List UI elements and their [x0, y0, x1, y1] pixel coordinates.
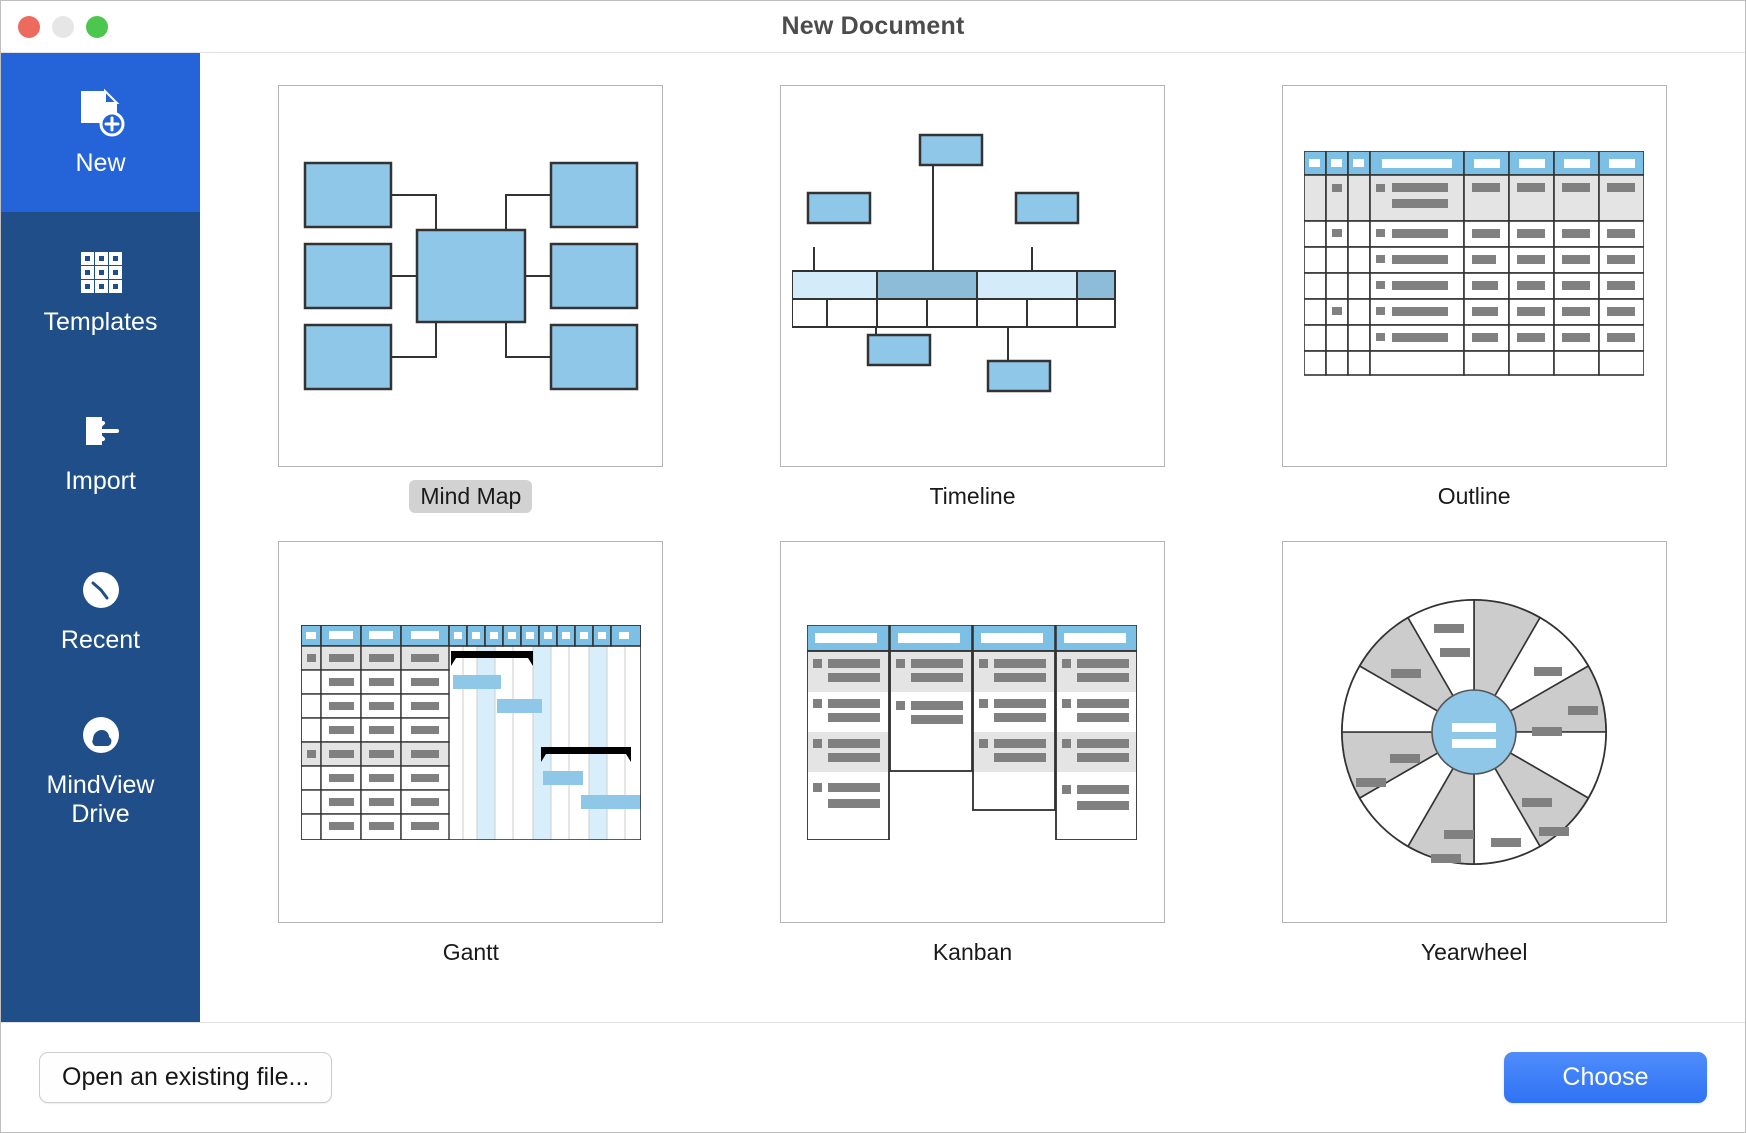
template-label: Outline — [1437, 483, 1511, 509]
template-label: Timeline — [929, 483, 1016, 509]
gantt-preview — [300, 624, 641, 840]
sidebar-spacer — [1, 848, 200, 1022]
new-document-icon — [75, 87, 127, 139]
choose-button[interactable]: Choose — [1504, 1052, 1707, 1103]
sidebar-item-label: Recent — [60, 626, 141, 655]
sidebar-item-mindview-drive[interactable]: MindView Drive — [1, 689, 200, 848]
dialog-body: New Templates — [1, 53, 1745, 1022]
titlebar: New Document — [1, 1, 1745, 53]
sidebar-item-recent[interactable]: Recent — [1, 530, 200, 689]
window-title: New Document — [781, 12, 965, 40]
template-gallery: Mind Map — [200, 53, 1745, 1022]
grid-icon — [75, 246, 127, 298]
template-label: Kanban — [932, 939, 1013, 965]
template-label: Yearwheel — [1420, 939, 1528, 965]
cloud-sync-icon — [75, 709, 127, 761]
dialog-footer: Open an existing file... Choose — [1, 1022, 1745, 1132]
template-label: Gantt — [442, 939, 499, 965]
mind-map-thumbnail[interactable] — [278, 85, 664, 467]
sidebar: New Templates — [1, 53, 200, 1022]
template-card-yearwheel[interactable]: Yearwheel — [1263, 541, 1685, 969]
window-controls — [18, 15, 108, 38]
template-card-kanban[interactable]: Kanban — [762, 541, 1184, 969]
sidebar-item-label: Templates — [43, 308, 158, 337]
template-card-outline[interactable]: Outline — [1263, 85, 1685, 513]
yearwheel-thumbnail[interactable] — [1281, 541, 1667, 923]
yearwheel-preview — [1341, 599, 1608, 865]
template-label: Mind Map — [409, 480, 533, 513]
outline-preview — [1304, 151, 1645, 376]
open-existing-file-button[interactable]: Open an existing file... — [39, 1052, 333, 1103]
sidebar-item-label: MindView Drive — [46, 770, 155, 828]
sidebar-item-label: Import — [65, 467, 136, 496]
kanban-thumbnail[interactable] — [779, 541, 1165, 923]
template-grid: Mind Map — [260, 85, 1685, 969]
timeline-thumbnail[interactable] — [779, 85, 1165, 467]
sidebar-item-templates[interactable]: Templates — [1, 212, 200, 371]
gantt-thumbnail[interactable] — [278, 541, 664, 923]
timeline-preview — [792, 133, 1117, 393]
template-card-timeline[interactable]: Timeline — [762, 85, 1184, 513]
import-arrow-icon — [75, 405, 127, 457]
sidebar-item-new[interactable]: New — [1, 53, 200, 212]
sidebar-item-import[interactable]: Import — [1, 371, 200, 530]
minimize-window-button[interactable] — [52, 15, 74, 38]
kanban-preview — [807, 624, 1138, 840]
maximize-window-button[interactable] — [86, 15, 108, 38]
template-card-mind-map[interactable]: Mind Map — [260, 85, 682, 513]
close-window-button[interactable] — [18, 15, 40, 38]
outline-thumbnail[interactable] — [1281, 85, 1667, 467]
sidebar-item-label: New — [75, 149, 126, 178]
mind-map-preview — [303, 161, 639, 391]
clock-icon — [75, 564, 127, 616]
template-card-gantt[interactable]: Gantt — [260, 541, 682, 969]
